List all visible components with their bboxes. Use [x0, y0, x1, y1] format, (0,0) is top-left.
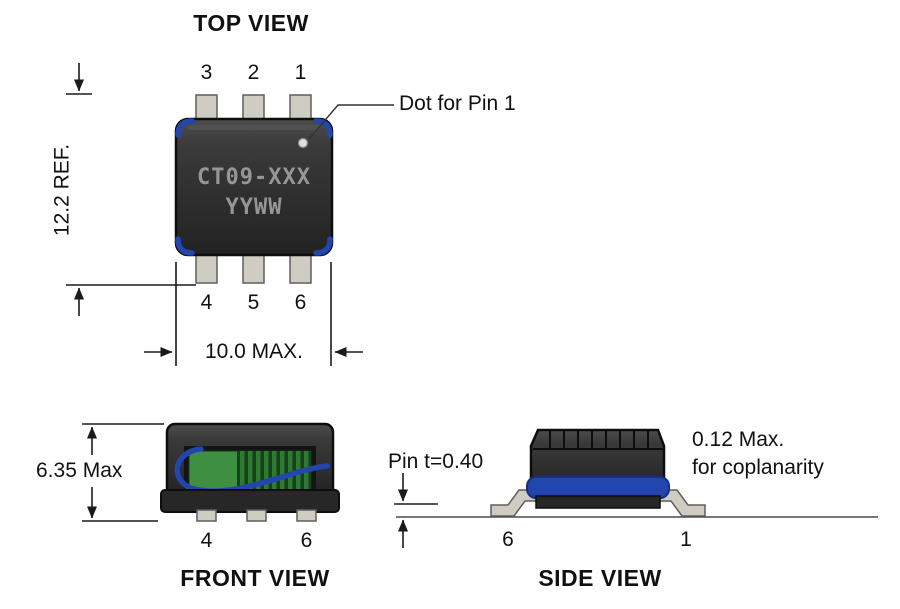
part-marking-line2: YYWW [225, 195, 283, 220]
pin-lead [195, 251, 218, 284]
pin-lead [296, 509, 317, 522]
top-view-drawing [66, 63, 394, 366]
part-marking-line1: CT09-XXX [197, 165, 311, 190]
front-base [160, 489, 340, 513]
front-pin-6-label: 6 [300, 529, 313, 552]
side-view-drawing [394, 428, 878, 548]
body-highlight [188, 125, 320, 130]
side-base [535, 495, 661, 509]
pin-thickness-label: Pin t=0.40 [388, 450, 484, 473]
pin-number-6: 6 [294, 291, 307, 314]
height-dimension-label: 12.2 REF. [50, 143, 74, 237]
height-dimension-lines [66, 63, 196, 316]
wire-corner-accent [175, 236, 195, 256]
gullwing-pin-left [490, 489, 537, 517]
front-view-drawing [82, 422, 340, 522]
front-pin-4-label: 4 [200, 529, 213, 552]
coplanarity-label-line1: 0.12 Max. [692, 428, 785, 451]
pin-number-3: 3 [200, 61, 213, 84]
pin-thickness-dimension-lines [394, 473, 438, 548]
pin1-dot [297, 137, 309, 149]
front-view-title: FRONT VIEW [180, 565, 330, 591]
wire-corner-accent [313, 118, 333, 138]
core-fins [533, 431, 663, 450]
package-body-top [174, 117, 334, 257]
front-wire-loop [174, 446, 204, 491]
pin-number-1: 1 [294, 61, 307, 84]
pin-lead [196, 509, 217, 522]
pin-lead [289, 251, 312, 284]
pin-number-5: 5 [247, 291, 260, 314]
callout-leader-line [308, 104, 394, 140]
top-view-pins [195, 94, 312, 284]
pin-number-4: 4 [200, 291, 213, 314]
coplanarity-label-line2: for coplanarity [692, 456, 824, 479]
wire-corner-accent [175, 118, 195, 138]
front-height-dimension-lines [82, 423, 164, 522]
pin-lead [246, 509, 267, 522]
side-wire-band [526, 476, 670, 499]
pin-lead [242, 251, 265, 284]
width-dimension-label: 10.0 MAX. [204, 340, 304, 363]
side-pin-1-label: 1 [680, 528, 692, 551]
gullwing-pin-right [659, 489, 706, 517]
wire-corner-accent [313, 236, 333, 256]
width-dimension-lines [144, 262, 363, 366]
pin-number-2: 2 [247, 61, 260, 84]
front-height-dimension-label: 6.35 Max [36, 459, 123, 482]
top-view-title: TOP VIEW [193, 10, 309, 36]
side-view-title: SIDE VIEW [538, 565, 662, 591]
dot-callout-label: Dot for Pin 1 [399, 92, 516, 115]
side-pin-6-label: 6 [502, 528, 514, 551]
